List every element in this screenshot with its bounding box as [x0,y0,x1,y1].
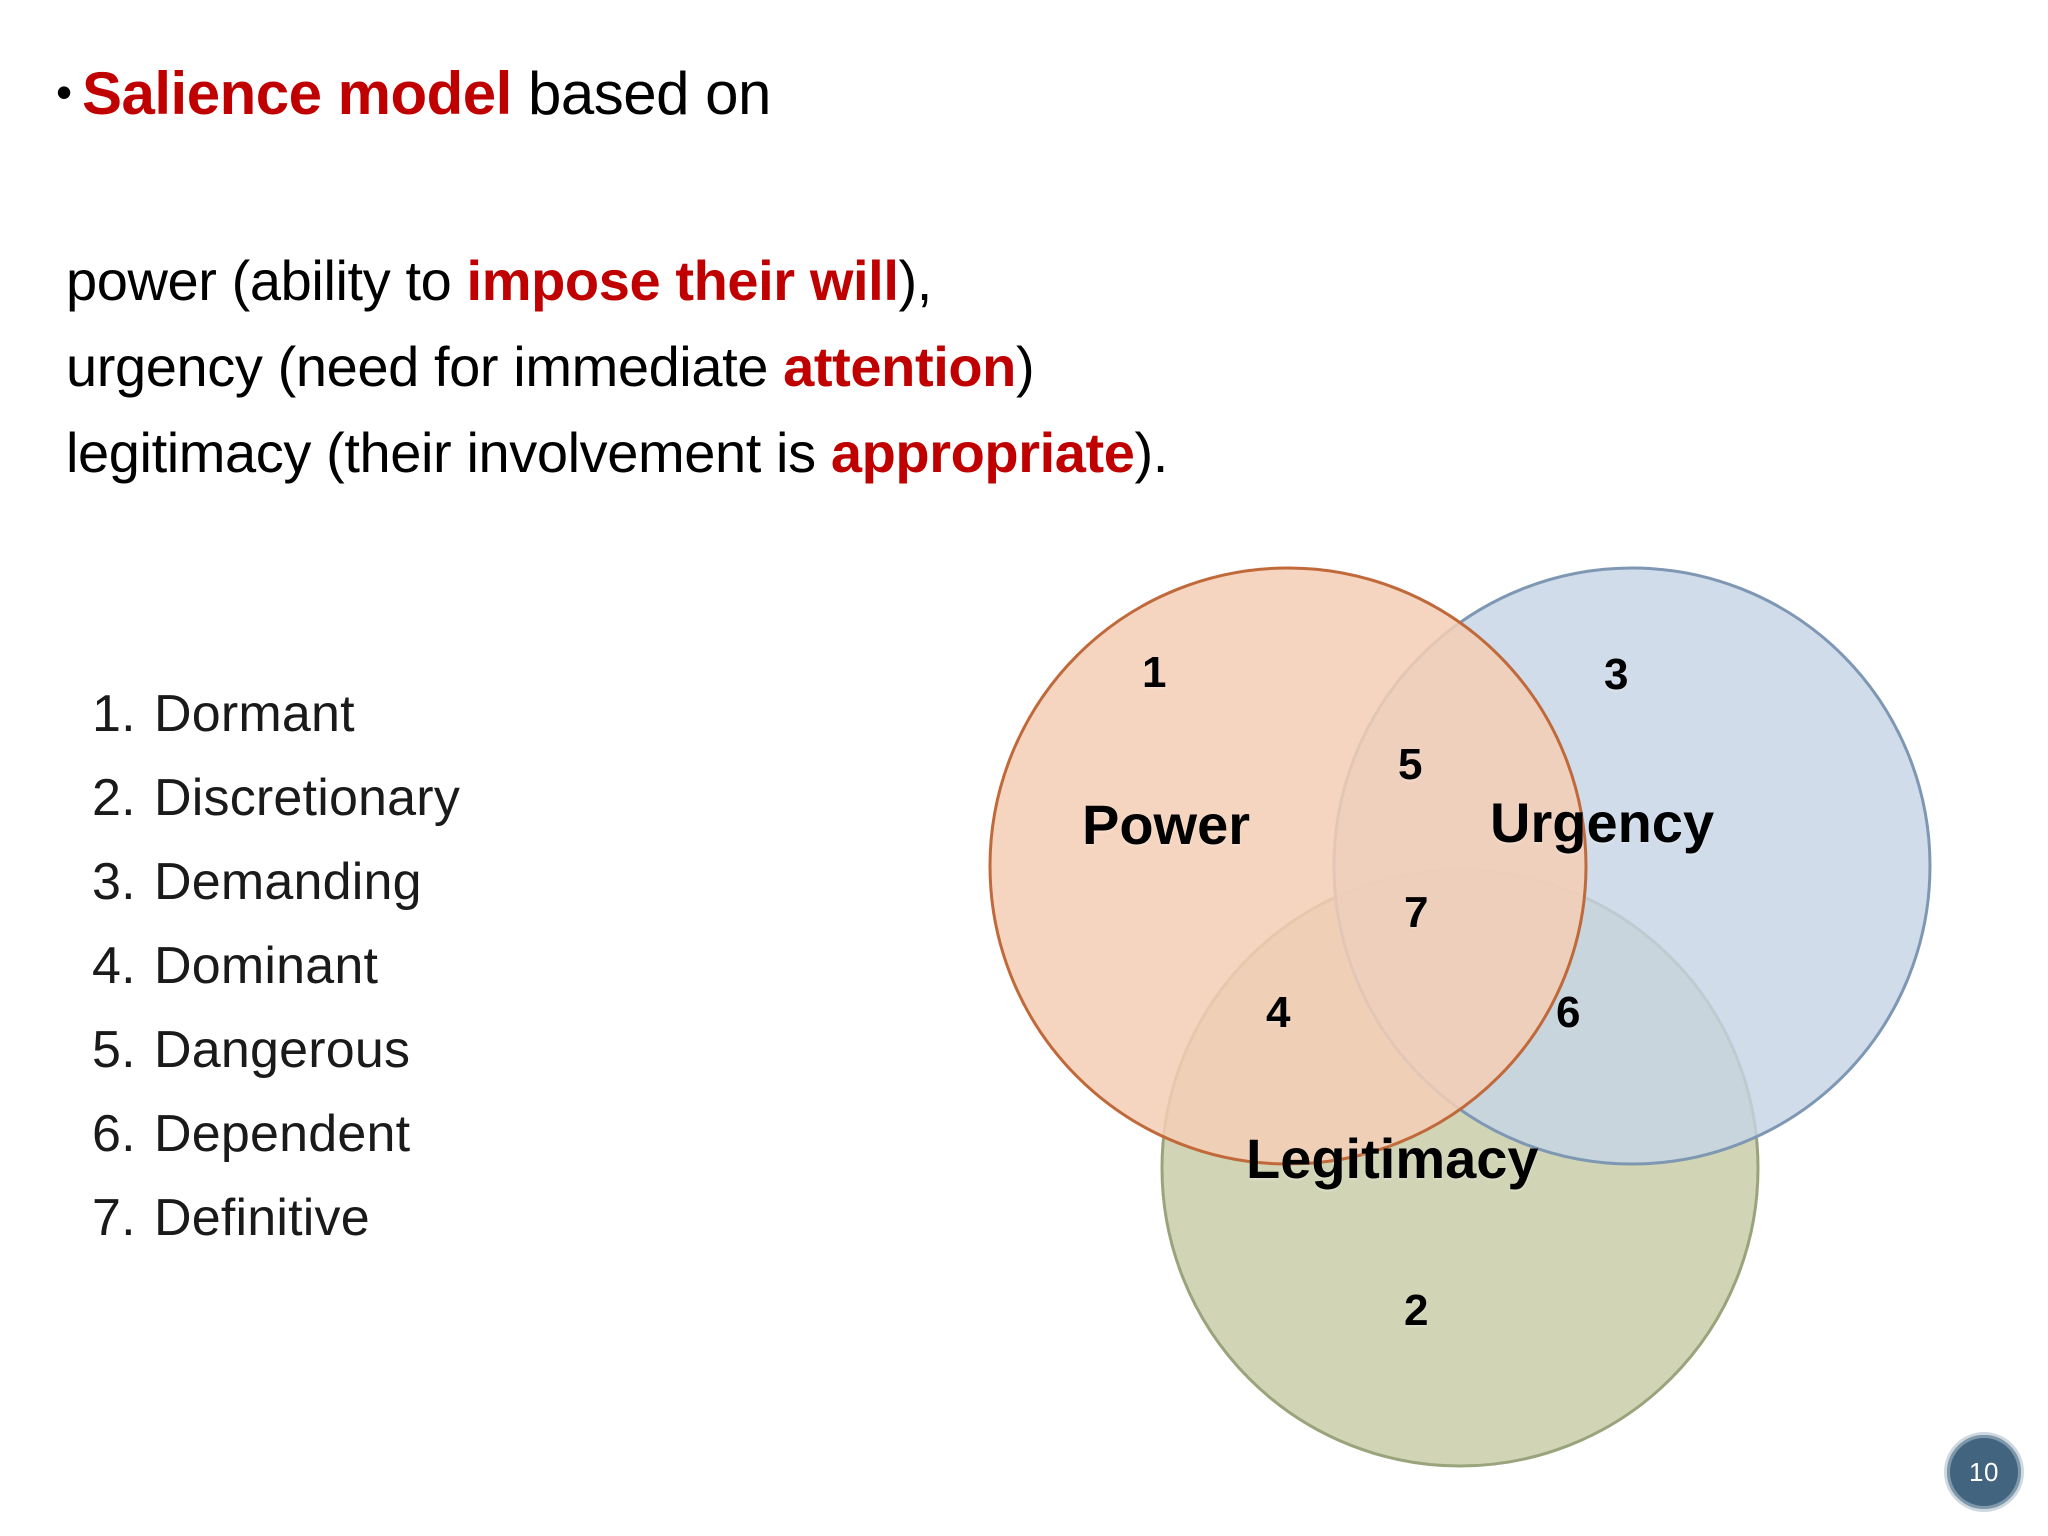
venn-circle-power [988,566,1588,1166]
venn-region-number-2: 2 [1404,1286,1429,1335]
body-line2-pre: urgency (need for immediate [66,335,784,398]
list-item-label: Discretionary [154,769,461,827]
list-item-index: 5. [92,1021,136,1079]
salience-venn-diagram: 1 3 5 7 4 6 2 Power Urgency Legitimacy [930,548,1990,1488]
venn-region-number-7: 7 [1404,888,1429,937]
venn-region-number-3: 3 [1604,650,1629,699]
body-paragraph: power (ability to impose their will), ur… [66,238,1168,496]
list-item: 2. Discretionary [92,756,460,840]
list-item-index: 7. [92,1189,136,1247]
body-line1-highlight: impose their will [466,249,899,312]
body-line1-pre: power (ability to [66,249,467,312]
list-item-index: 6. [92,1105,136,1163]
list-item-label: Definitive [154,1189,370,1247]
list-item-index: 4. [92,937,136,995]
venn-label-urgency: Urgency [1490,791,1715,854]
list-item: 3. Demanding [92,840,460,924]
stakeholder-type-list: 1. Dormant 2. Discretionary 3. Demanding 4.… [92,672,460,1260]
venn-label-legitimacy: Legitimacy [1246,1127,1539,1190]
venn-label-power: Power [1082,793,1251,856]
body-line2-highlight: attention [783,335,1016,398]
list-item-label: Demanding [154,853,422,911]
venn-region-number-4: 4 [1266,988,1291,1037]
list-item: 1. Dormant [92,672,460,756]
list-item-label: Dormant [154,685,355,743]
heading-bullet-line: •Salience model based on [56,60,771,127]
heading-rest: based on [511,60,771,127]
body-line-urgency: urgency (need for immediate attention) [66,324,1168,410]
list-item-label: Dependent [154,1105,411,1163]
body-line3-highlight: appropriate [830,421,1135,484]
body-line-legitimacy: legitimacy (their involvement is appropr… [66,410,1168,496]
heading-highlight: Salience model [82,60,512,127]
body-line3-pre: legitimacy (their involvement is [66,421,831,484]
list-item-index: 2. [92,769,136,827]
list-item-label: Dominant [154,937,379,995]
venn-svg [988,566,1932,1468]
list-item-label: Dangerous [154,1021,411,1079]
body-line3-post: ). [1134,421,1169,484]
page-number-badge: 10 [1944,1432,2024,1512]
venn-region-number-1: 1 [1142,648,1167,697]
list-item: 5. Dangerous [92,1008,460,1092]
body-line1-post: ), [898,249,933,312]
body-line2-post: ) [1015,335,1035,398]
venn-region-number-5: 5 [1398,740,1423,789]
bullet-point-icon: • [56,66,72,118]
list-item: 4. Dominant [92,924,460,1008]
list-item-index: 3. [92,853,136,911]
list-item: 7. Definitive [92,1176,460,1260]
body-line-power: power (ability to impose their will), [66,238,1168,324]
venn-region-number-6: 6 [1556,988,1581,1037]
list-item-index: 1. [92,685,136,743]
page-number: 10 [1969,1456,1999,1487]
list-item: 6. Dependent [92,1092,460,1176]
